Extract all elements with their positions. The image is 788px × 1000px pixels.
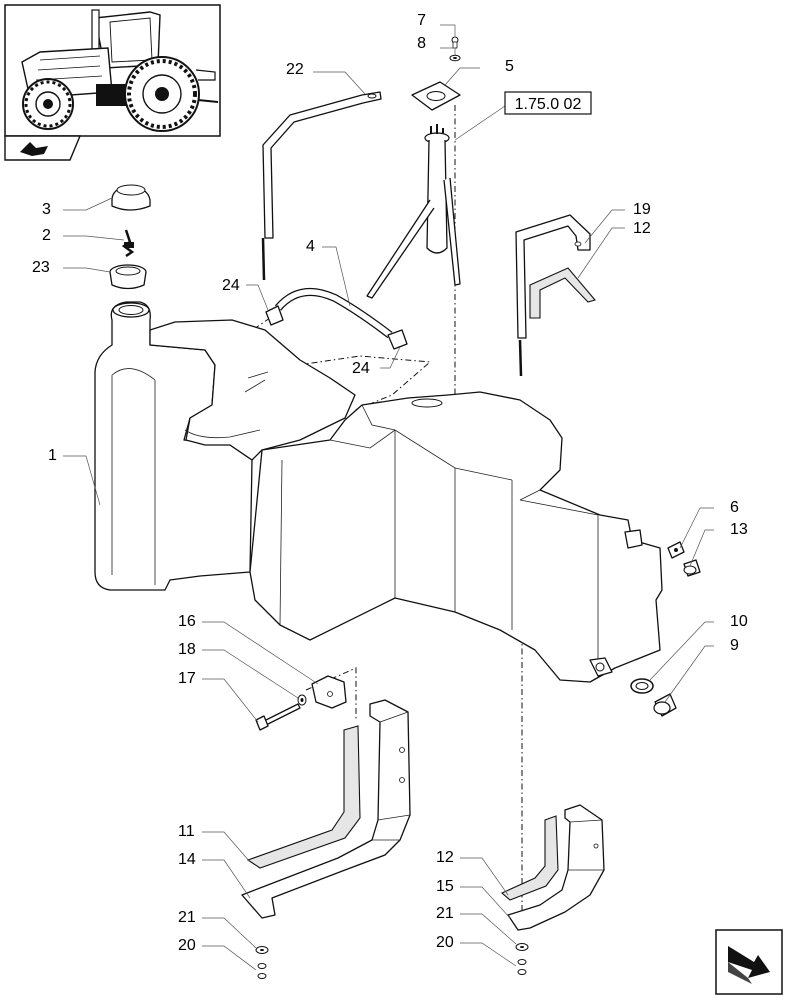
washer-21a[interactable] (255, 946, 269, 954)
bracket-16[interactable] (311, 675, 347, 709)
callout-21-left: 21 (178, 909, 196, 926)
main-fuel-tank[interactable] (94, 301, 663, 683)
filler-neck-ring[interactable] (109, 264, 147, 290)
pad-11[interactable] (246, 725, 361, 869)
fuel-level-sender[interactable] (366, 124, 461, 299)
clamp-6[interactable] (667, 541, 685, 559)
pad-12-upper[interactable] (529, 267, 596, 319)
bolt-7[interactable] (451, 36, 459, 49)
callout-22: 22 (286, 61, 304, 78)
tank-strap-22[interactable] (261, 91, 382, 281)
callout-19: 19 (633, 201, 651, 218)
nut-20a[interactable] (257, 963, 267, 979)
callout-10: 10 (730, 613, 748, 630)
callout-5: 5 (505, 58, 514, 75)
navigation-arrow-icon[interactable] (715, 929, 783, 995)
callout-24-top: 24 (222, 277, 240, 294)
callout-14: 14 (178, 851, 196, 868)
sender-plate-gasket[interactable] (411, 81, 461, 111)
callout-1: 1 (48, 447, 57, 464)
leader-lines (63, 24, 714, 971)
support-bracket-14[interactable] (241, 699, 411, 919)
hose-fitting-24b[interactable] (387, 329, 408, 350)
callout-13: 13 (730, 521, 748, 538)
support-bracket-15[interactable] (507, 804, 605, 931)
nut-20b[interactable] (517, 959, 527, 975)
callout-20-left: 20 (178, 937, 196, 954)
callouts: 7 8 5 22 3 2 23 24 4 24 19 12 1 6 13 10 … (32, 12, 748, 954)
callout-6: 6 (730, 499, 739, 516)
retaining-clip[interactable] (121, 229, 135, 258)
cap-13[interactable] (683, 559, 701, 577)
callout-7: 7 (417, 12, 426, 29)
washer-21b[interactable] (515, 943, 529, 951)
fuel-hose-4[interactable] (274, 288, 393, 339)
callout-12-lower: 12 (436, 849, 454, 866)
callout-4: 4 (306, 238, 315, 255)
filler-cap[interactable] (111, 184, 151, 211)
direction-arrow-icon[interactable] (4, 135, 82, 161)
bracket-19[interactable] (515, 214, 591, 377)
callout-16: 16 (178, 613, 196, 630)
callout-18: 18 (178, 641, 196, 658)
washer-8[interactable] (449, 54, 461, 62)
callout-8: 8 (417, 35, 426, 52)
hose-fitting-24a[interactable] (265, 305, 284, 326)
callout-15: 15 (436, 878, 454, 895)
clamp-10[interactable] (630, 678, 654, 694)
cap-9[interactable] (653, 693, 677, 717)
callout-3: 3 (42, 201, 51, 218)
callout-20-right: 20 (436, 934, 454, 951)
tractor-thumbnail-icon[interactable] (4, 4, 221, 137)
callout-12-upper: 12 (633, 220, 651, 237)
callout-23: 23 (32, 259, 50, 276)
callout-17: 17 (178, 670, 196, 687)
pad-12-lower[interactable] (500, 815, 559, 901)
callout-11: 11 (178, 823, 195, 840)
callout-24-bottom: 24 (352, 360, 370, 377)
reference-box[interactable]: 1.75.0 02 (504, 91, 592, 115)
bolt-17[interactable] (255, 703, 301, 731)
callout-9: 9 (730, 637, 739, 654)
callout-21-right: 21 (436, 905, 454, 922)
washer-18[interactable] (297, 694, 307, 706)
callout-2: 2 (42, 227, 51, 244)
reference-box-label: 1.75.0 02 (515, 96, 582, 113)
